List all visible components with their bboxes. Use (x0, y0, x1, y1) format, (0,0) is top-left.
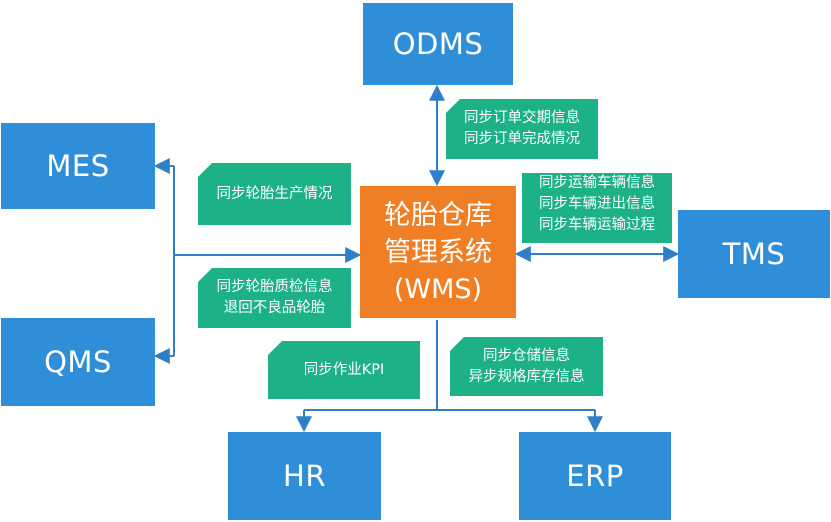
qms-note-line: 退回不良品轮胎 (223, 300, 326, 316)
odms-note-line: 同步订单交期信息 (464, 110, 580, 126)
odms-label: ODMS (392, 27, 484, 61)
erp-label: ERP (566, 459, 624, 493)
tms-label: TMS (722, 237, 786, 271)
odms-note: 同步订单交期信息 同步订单完成情况 (446, 99, 598, 159)
mes-box: MES (1, 123, 155, 209)
hr-box: HR (228, 432, 381, 520)
mes-note-line: 同步轮胎生产情况 (216, 185, 333, 202)
tms-note-line: 同步车辆进出信息 (539, 196, 655, 212)
qms-note-line: 同步轮胎质检信息 (216, 279, 333, 295)
qms-box: QMS (1, 318, 155, 406)
erp-note: 同步仓储信息 异步规格库存信息 (450, 337, 603, 396)
wms-title-line3: (WMS) (393, 273, 483, 305)
erp-box: ERP (519, 432, 671, 520)
wms-center-box: 轮胎仓库 管理系统 (WMS) (360, 186, 516, 318)
wms-title-line2: 管理系统 (384, 236, 492, 268)
hr-note: 同步作业KPI (268, 341, 420, 399)
odms-note-line: 同步订单完成情况 (464, 131, 580, 147)
tms-note-line: 同步运输车辆信息 (539, 175, 655, 191)
tms-note-line: 同步车辆运输过程 (539, 217, 655, 233)
hr-note-line: 同步作业KPI (303, 361, 385, 378)
qms-label: QMS (44, 345, 112, 379)
tms-note: 同步运输车辆信息 同步车辆进出信息 同步车辆运输过程 (522, 173, 672, 243)
wms-title-line1: 轮胎仓库 (384, 199, 492, 231)
erp-note-line: 同步仓储信息 (483, 347, 570, 364)
tms-box: TMS (678, 210, 830, 298)
odms-box: ODMS (363, 3, 513, 85)
qms-note: 同步轮胎质检信息 退回不良品轮胎 (198, 268, 351, 328)
erp-note-line: 异步规格库存信息 (468, 368, 585, 385)
hr-label: HR (283, 459, 326, 493)
mes-label: MES (46, 149, 110, 183)
mes-note: 同步轮胎生产情况 (198, 163, 351, 225)
